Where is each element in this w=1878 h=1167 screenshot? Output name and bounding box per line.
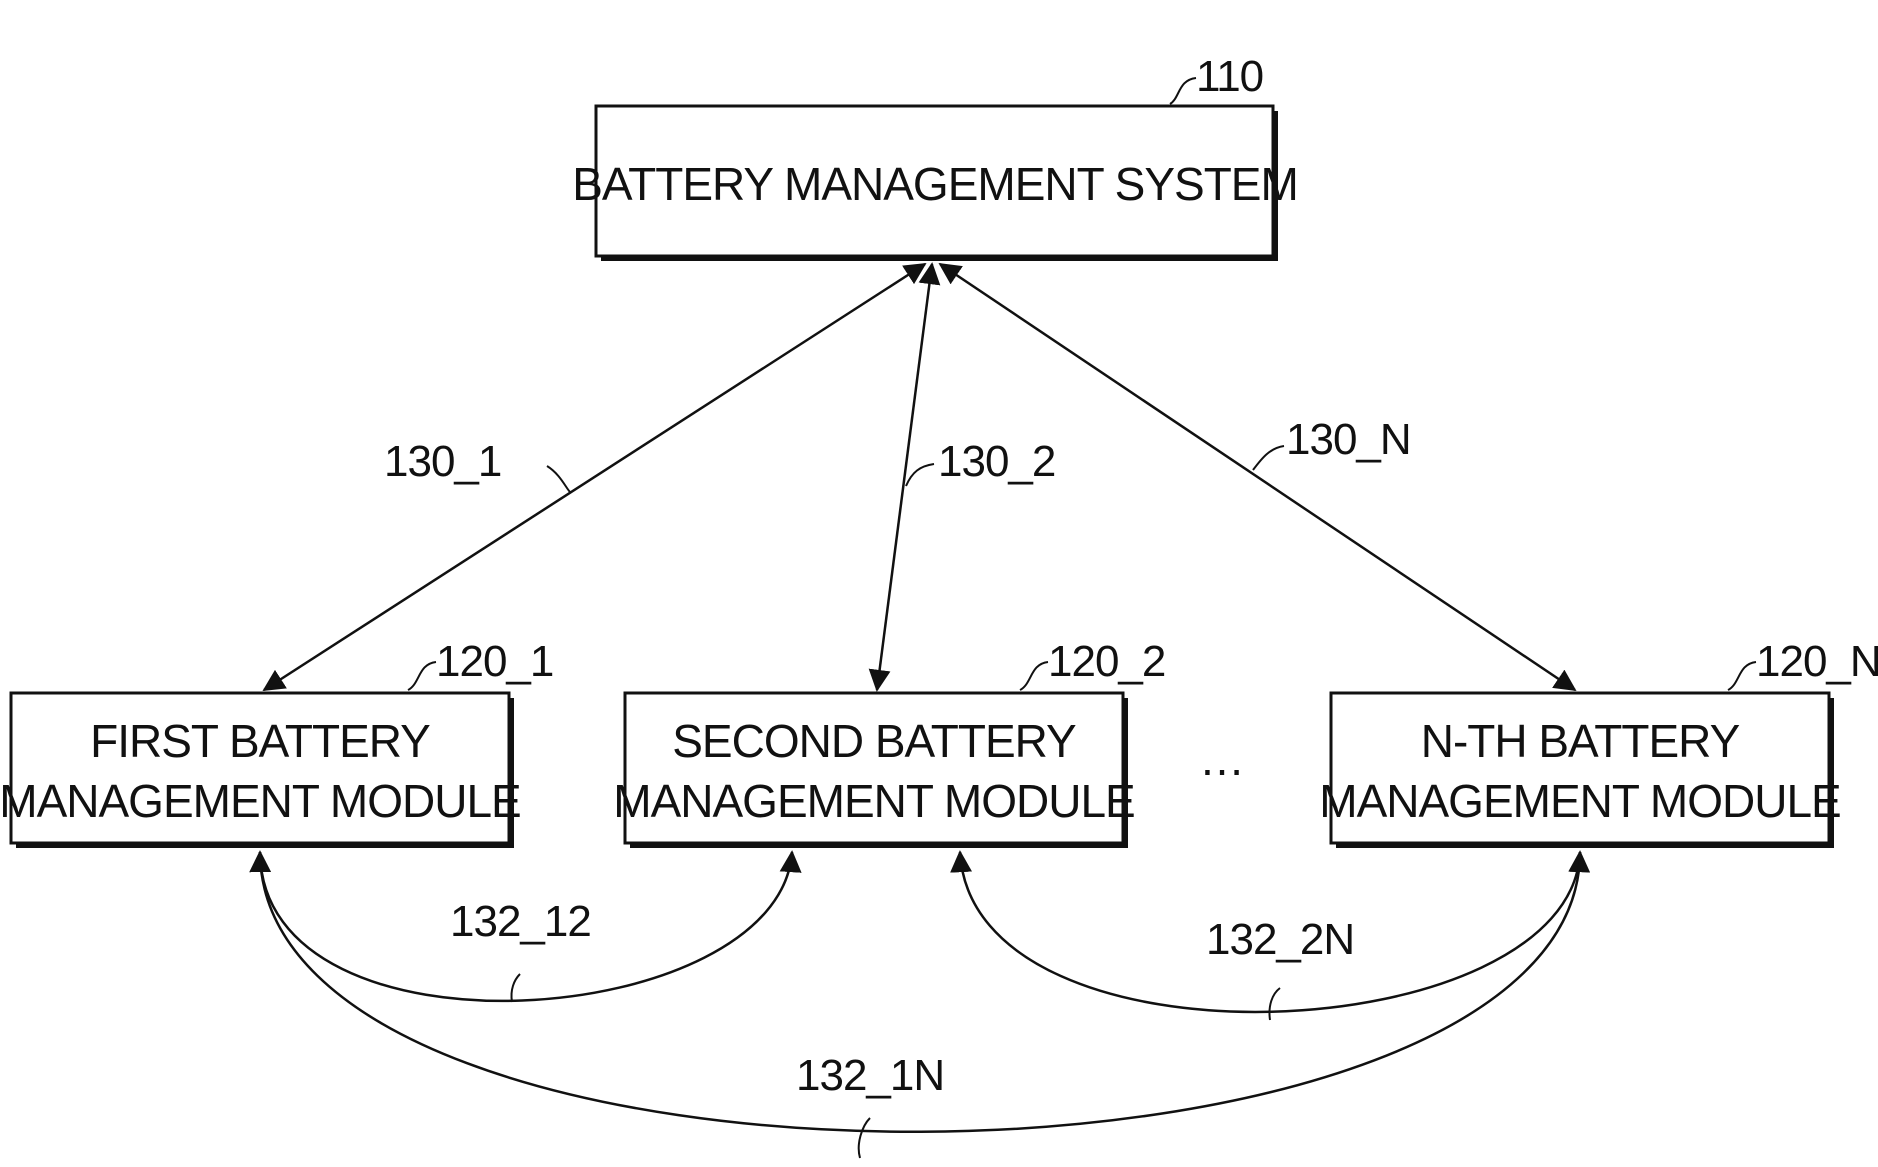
leader-132-2n [1269, 988, 1280, 1020]
second-module-label-line1: SECOND BATTERY [672, 715, 1076, 767]
first-battery-management-module-box: FIRST BATTERY MANAGEMENT MODULE [0, 693, 521, 848]
second-module-label-line2: MANAGEMENT MODULE [613, 775, 1134, 827]
leader-130-n [1253, 446, 1284, 470]
label-132-2n: 132_2N [1206, 915, 1354, 964]
link-130-1 [264, 264, 925, 690]
leader-132-12 [511, 974, 520, 1002]
battery-management-system-label: BATTERY MANAGEMENT SYSTEM [572, 158, 1298, 210]
ref-leader-110 [1170, 78, 1196, 104]
ref-label-120-2: 120_2 [1048, 637, 1165, 686]
first-module-label-line1: FIRST BATTERY [90, 715, 430, 767]
ref-leader-120-2 [1020, 662, 1048, 690]
label-130-n: 130_N [1286, 415, 1411, 464]
first-module-label-line2: MANAGEMENT MODULE [0, 775, 521, 827]
link-130-2 [877, 264, 932, 690]
nth-battery-management-module-box: N-TH BATTERY MANAGEMENT MODULE [1319, 693, 1840, 848]
label-132-12: 132_12 [450, 897, 591, 946]
ref-label-110: 110 [1196, 52, 1263, 101]
label-130-1: 130_1 [384, 437, 501, 486]
label-130-2: 130_2 [938, 437, 1055, 486]
leader-130-1 [547, 466, 570, 492]
ref-leader-120-1 [408, 662, 436, 690]
leader-130-2 [906, 464, 934, 486]
ref-leader-120-n [1728, 662, 1756, 690]
leader-132-1n [859, 1118, 870, 1158]
nth-module-label-line2: MANAGEMENT MODULE [1319, 775, 1840, 827]
battery-management-system-box: BATTERY MANAGEMENT SYSTEM [572, 106, 1298, 261]
nth-module-label-line1: N-TH BATTERY [1421, 715, 1740, 767]
second-battery-management-module-box: SECOND BATTERY MANAGEMENT MODULE [613, 693, 1134, 848]
ref-label-120-n: 120_N [1756, 637, 1878, 686]
label-132-1n: 132_1N [796, 1051, 944, 1100]
ref-label-120-1: 120_1 [436, 637, 553, 686]
ellipsis: … [1199, 733, 1245, 785]
